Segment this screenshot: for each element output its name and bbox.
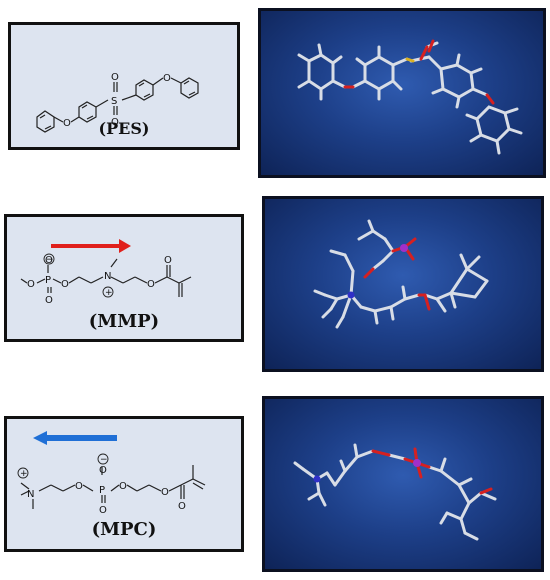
ester-oxygen: O bbox=[147, 279, 155, 290]
pes-label: (PES) bbox=[98, 119, 150, 138]
phosphorus-atom-mpc: P bbox=[99, 485, 105, 496]
nitrogen-atom-3d bbox=[347, 291, 355, 299]
sulfonyl-oxygen-bottom: O bbox=[111, 117, 119, 128]
mpc-3d-model-panel bbox=[262, 396, 544, 572]
phosphorus-atom-3d bbox=[400, 244, 408, 252]
sulfur-atom: S bbox=[111, 96, 117, 107]
phosphate-oxygen-mpc-top: O bbox=[99, 465, 107, 476]
mpc-ball-and-stick-model bbox=[293, 443, 497, 541]
red-arrow bbox=[51, 239, 131, 253]
mpc-skeletal-formula: N O P O O O O O + − bbox=[17, 431, 206, 516]
blue-arrow bbox=[33, 431, 117, 445]
phosphate-oxygen-top: O bbox=[45, 255, 53, 266]
pes-3d-model-panel bbox=[258, 8, 546, 178]
ester-oxygen-mpc: O bbox=[161, 487, 169, 498]
pes-structure-panel: O S O O O (PES) bbox=[8, 22, 240, 150]
phosphorus-atom-3d-mpc bbox=[413, 459, 421, 467]
mmp-label: (MMP) bbox=[88, 311, 160, 332]
pes-skeletal-formula: O S O O O bbox=[36, 72, 199, 133]
methoxy-oxygen: O bbox=[27, 279, 35, 290]
carbonyl-oxygen-mpc: O bbox=[178, 501, 186, 512]
phosphate-ester-oxygen: O bbox=[61, 279, 69, 290]
phosphate-oxygen-mpc-bottom: O bbox=[99, 505, 107, 516]
negative-charge-mpc: − bbox=[100, 455, 108, 465]
mpc-label: (MPC) bbox=[91, 519, 157, 540]
nitrogen-atom-3d-mpc bbox=[313, 475, 321, 483]
ether-oxygen-left: O bbox=[63, 118, 71, 129]
mmp-structure-panel: O P O O O N O O − + (MMP) bbox=[4, 214, 244, 342]
carbonyl-oxygen: O bbox=[164, 255, 172, 266]
ammonium-nitrogen-mpc: N bbox=[27, 489, 34, 500]
ammonium-nitrogen: N bbox=[104, 271, 111, 282]
phosphorus-atom: P bbox=[45, 275, 51, 286]
phosphate-ester-oxygen-2: O bbox=[119, 481, 127, 492]
ether-oxygen-right: O bbox=[163, 73, 171, 84]
mmp-skeletal-formula: O P O O O N O O − + bbox=[20, 239, 192, 306]
mpc-structure-panel: N O P O O O O O + − (MPC) bbox=[4, 416, 244, 552]
phosphate-oxygen-bottom: O bbox=[45, 295, 53, 306]
pes-ball-and-stick-model bbox=[297, 39, 523, 155]
phosphate-ester-oxygen-1: O bbox=[75, 481, 83, 492]
negative-charge-mmp: − bbox=[46, 255, 54, 265]
positive-charge-mpc: + bbox=[20, 469, 28, 479]
mmp-3d-model-panel bbox=[262, 196, 544, 372]
sulfonyl-oxygen-top: O bbox=[111, 72, 119, 83]
positive-charge-mmp: + bbox=[105, 288, 113, 298]
mmp-ball-and-stick-model bbox=[313, 219, 489, 329]
